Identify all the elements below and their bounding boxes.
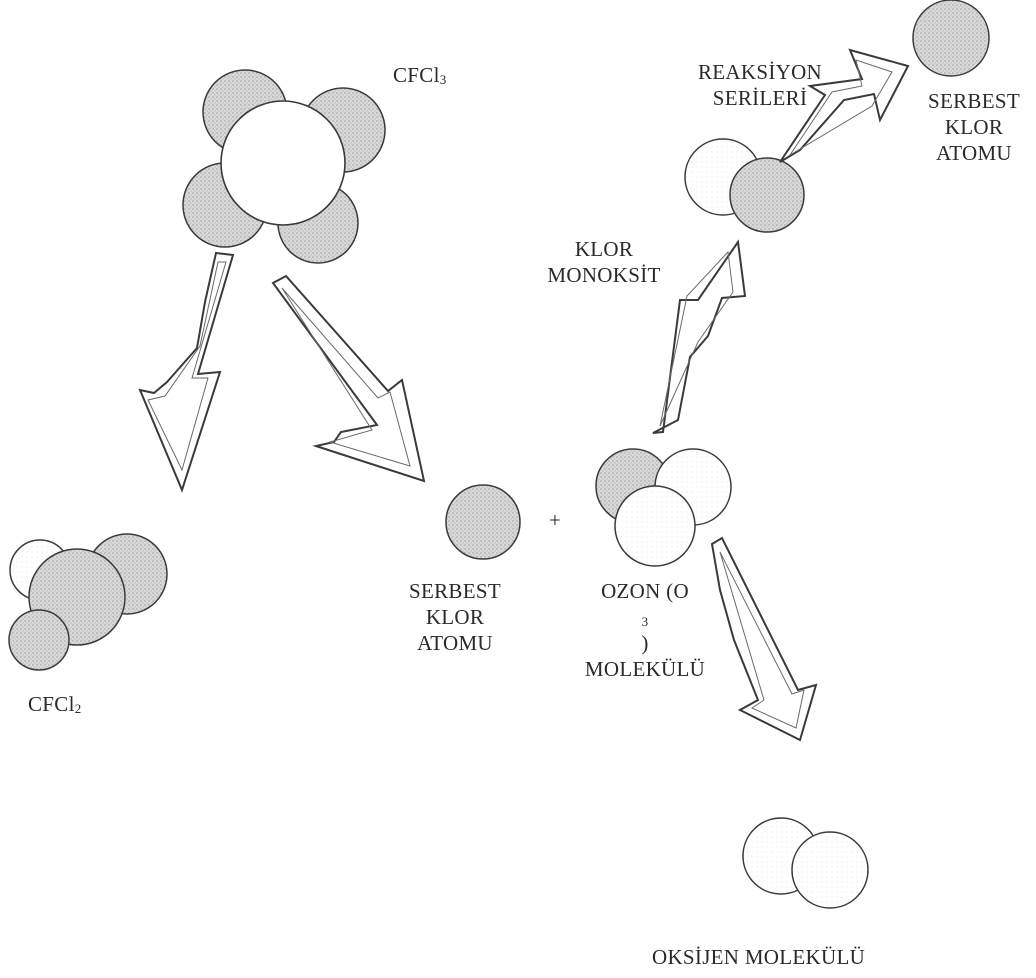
label-cfcl3: CFCl3	[393, 63, 447, 87]
label-oxygen-molecule: OKSİJEN MOLEKÜLÜ	[652, 945, 866, 969]
free-chlorine-atom-center	[445, 484, 521, 560]
label-free-chlorine-top: SERBEST KLOR ATOMU	[928, 89, 1020, 165]
label-cfcl2: CFCl2	[28, 692, 82, 716]
cfcl3-carbon-atom	[220, 100, 346, 226]
plus-sign: +	[549, 508, 562, 532]
chlorine-monoxide-molecule	[684, 138, 805, 233]
arrow-to-chlorine-monoxide-icon	[652, 239, 747, 434]
label-reaction-series: REAKSİYON SERİLERİ	[697, 60, 823, 110]
oxygen-molecule	[742, 817, 869, 909]
label-chlorine-monoxide: KLOR MONOKSİT	[547, 237, 661, 287]
arrow-to-free-chlorine-icon	[271, 274, 426, 483]
free-chlorine-atom-top	[912, 0, 990, 77]
cfcl3-molecule	[182, 69, 386, 264]
cfcl2-chlorine-atom-left	[8, 609, 70, 671]
ozone-atom-bottom	[614, 485, 696, 567]
oxygen-atom-right	[791, 831, 869, 909]
label-free-chlorine-center: SERBEST KLOR ATOMU	[409, 579, 501, 655]
cfcl2-molecule	[8, 533, 168, 671]
monoxide-chlorine-atom	[729, 157, 805, 233]
arrow-to-free-chlorine-top-icon	[779, 48, 910, 163]
ozone-molecule	[595, 448, 732, 567]
